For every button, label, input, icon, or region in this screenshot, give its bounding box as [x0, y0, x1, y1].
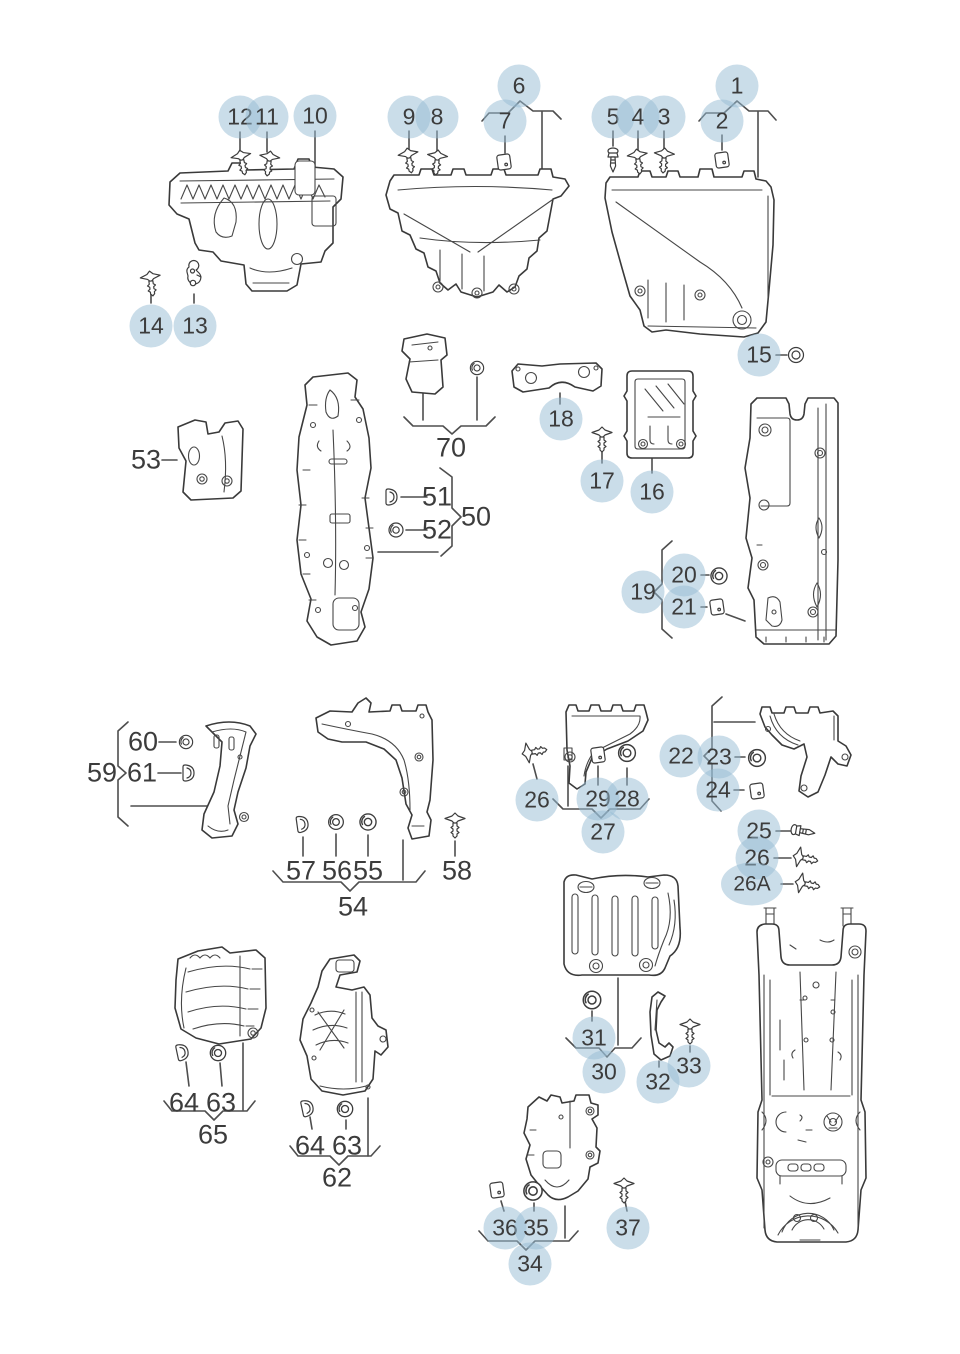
callout-24-31[interactable]: 24	[696, 768, 740, 812]
part-65-group	[163, 946, 267, 1121]
underbody-reference-drawing	[756, 907, 867, 1243]
callout-11-1[interactable]: 11	[245, 95, 289, 139]
part-62-group	[289, 954, 389, 1166]
callout-53-19[interactable]: 53	[130, 444, 162, 475]
callout-7-6[interactable]: 7	[483, 99, 527, 143]
callout-8-4[interactable]: 8	[415, 95, 459, 139]
part-22-group	[703, 696, 852, 812]
callout-55-41[interactable]: 55	[352, 855, 384, 886]
callout-16-17[interactable]: 16	[630, 470, 674, 514]
callout-50-22[interactable]: 50	[460, 501, 492, 532]
callout-17-16[interactable]: 17	[580, 459, 624, 503]
callout-63-49[interactable]: 63	[205, 1087, 237, 1118]
callout-61-27[interactable]: 61	[126, 757, 158, 788]
callout-52-21[interactable]: 52	[421, 514, 453, 545]
callout-18-15[interactable]: 18	[539, 397, 583, 441]
callout-19-24[interactable]: 19	[621, 570, 665, 614]
part-53-bracket	[161, 419, 244, 501]
callout-59-28[interactable]: 59	[86, 757, 118, 788]
part-16-group	[591, 370, 697, 474]
callout-33-47[interactable]: 33	[667, 1044, 711, 1088]
callout-30-45[interactable]: 30	[582, 1050, 626, 1094]
callout-54-43[interactable]: 54	[337, 891, 369, 922]
part-59-group	[117, 721, 257, 839]
callout-62-53[interactable]: 62	[321, 1162, 353, 1193]
callout-64-48[interactable]: 64	[168, 1087, 200, 1118]
callout-65-50[interactable]: 65	[197, 1119, 229, 1150]
callout-21-25[interactable]: 21	[662, 585, 706, 629]
callout-2-11[interactable]: 2	[700, 99, 744, 143]
clip-13-glyph	[186, 259, 202, 287]
callout-27-35[interactable]: 27	[581, 810, 625, 854]
callout-10-2[interactable]: 10	[293, 94, 337, 138]
callout-22-29[interactable]: 22	[659, 734, 703, 778]
part-engine-cover-middle	[385, 100, 570, 299]
callout-15-14[interactable]: 15	[737, 333, 781, 377]
callout-60-26[interactable]: 60	[127, 726, 159, 757]
callout-56-40[interactable]: 56	[321, 855, 353, 886]
callout-70-18[interactable]: 70	[435, 432, 467, 463]
callout-63-52[interactable]: 63	[331, 1130, 363, 1161]
callout-57-39[interactable]: 57	[285, 855, 317, 886]
part-70-group	[401, 333, 496, 435]
callout-26a-38[interactable]: 26A	[721, 862, 783, 906]
callout-37-57[interactable]: 37	[606, 1206, 650, 1250]
callout-13-13[interactable]: 13	[173, 304, 217, 348]
part-engine-cover-left	[138, 130, 344, 304]
callout-64-51[interactable]: 64	[294, 1130, 326, 1161]
callout-51-20[interactable]: 51	[421, 481, 453, 512]
callout-35-55[interactable]: 35	[514, 1206, 558, 1250]
callout-3-9[interactable]: 3	[642, 95, 686, 139]
part-54-group	[272, 697, 466, 892]
callout-58-42[interactable]: 58	[441, 855, 473, 886]
callout-26-32[interactable]: 26	[515, 778, 559, 822]
callout-14-12[interactable]: 14	[129, 304, 173, 348]
callout-34-56[interactable]: 34	[508, 1242, 552, 1286]
part-tunnel-shield	[296, 372, 462, 646]
